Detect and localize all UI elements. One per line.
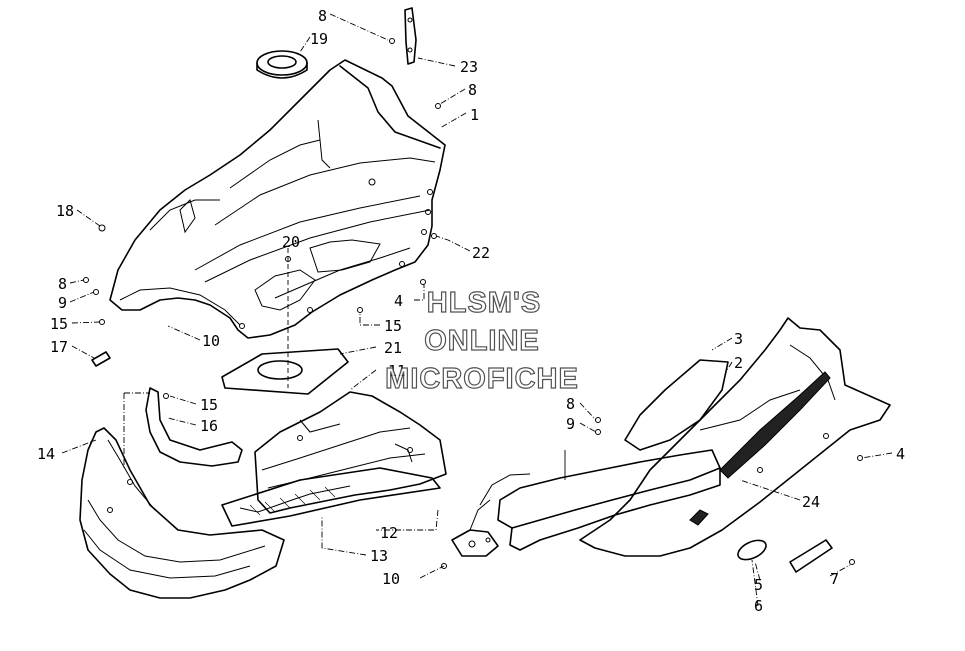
callout-17: 17 <box>50 338 68 356</box>
part-2-belly-pan <box>579 317 891 557</box>
part-16-bracket <box>145 387 243 467</box>
callout-15-left: 15 <box>50 315 68 333</box>
leader-lines <box>61 13 893 607</box>
callout-8-top: 8 <box>318 7 327 25</box>
callout-9-left: 9 <box>58 294 67 312</box>
watermark: HLSM'S ONLINE MICROFICHE <box>385 286 579 395</box>
callout-19: 19 <box>310 30 328 48</box>
callout-5: 5 <box>754 576 763 594</box>
watermark-line-1: HLSM'S <box>427 287 541 319</box>
callout-10-lower: 10 <box>382 570 400 588</box>
callout-23: 23 <box>460 58 478 76</box>
part-12-running-board <box>221 467 441 527</box>
callout-21: 21 <box>384 339 402 357</box>
callout-14: 14 <box>37 445 55 463</box>
callout-4-right: 4 <box>896 445 905 463</box>
callout-1: 1 <box>470 106 479 124</box>
callout-15-lower: 15 <box>200 396 218 414</box>
callout-16: 16 <box>200 417 218 435</box>
part-14-nose-cone <box>79 427 285 599</box>
callout-24: 24 <box>802 493 820 511</box>
callout-11: 11 <box>388 362 406 380</box>
callout-13: 13 <box>370 547 388 565</box>
callout-15-center: 15 <box>384 317 402 335</box>
callout-2: 2 <box>734 354 743 372</box>
part-11-floor-pan <box>254 391 447 514</box>
part-1-upper-body <box>109 59 446 339</box>
watermark-line-2: ONLINE <box>424 325 540 357</box>
callout-12: 12 <box>380 524 398 542</box>
callout-8-left: 8 <box>58 275 67 293</box>
callout-9-right: 9 <box>566 415 575 433</box>
callout-labels: 8 19 23 8 1 18 22 20 8 9 4 15 15 10 17 2… <box>37 7 905 615</box>
callout-7: 7 <box>830 570 839 588</box>
part-7-strip <box>789 539 833 573</box>
part-21-gasket-plate <box>221 348 349 395</box>
callout-10-left: 10 <box>202 332 220 350</box>
part-5-oval-plate <box>737 539 767 561</box>
callout-8-right-lower: 8 <box>566 395 575 413</box>
part-24-tunnel <box>451 449 721 557</box>
callout-6: 6 <box>754 597 763 615</box>
part-3-side-panel <box>624 359 729 451</box>
callout-20: 20 <box>282 233 300 251</box>
watermark-line-3: MICROFICHE <box>385 363 579 395</box>
part-19-ring <box>256 50 308 79</box>
callout-4-center: 4 <box>394 292 403 310</box>
callout-3: 3 <box>734 330 743 348</box>
callout-22: 22 <box>472 244 490 262</box>
callout-8-right: 8 <box>468 81 477 99</box>
part-23-bracket <box>404 7 417 65</box>
callout-18: 18 <box>56 202 74 220</box>
